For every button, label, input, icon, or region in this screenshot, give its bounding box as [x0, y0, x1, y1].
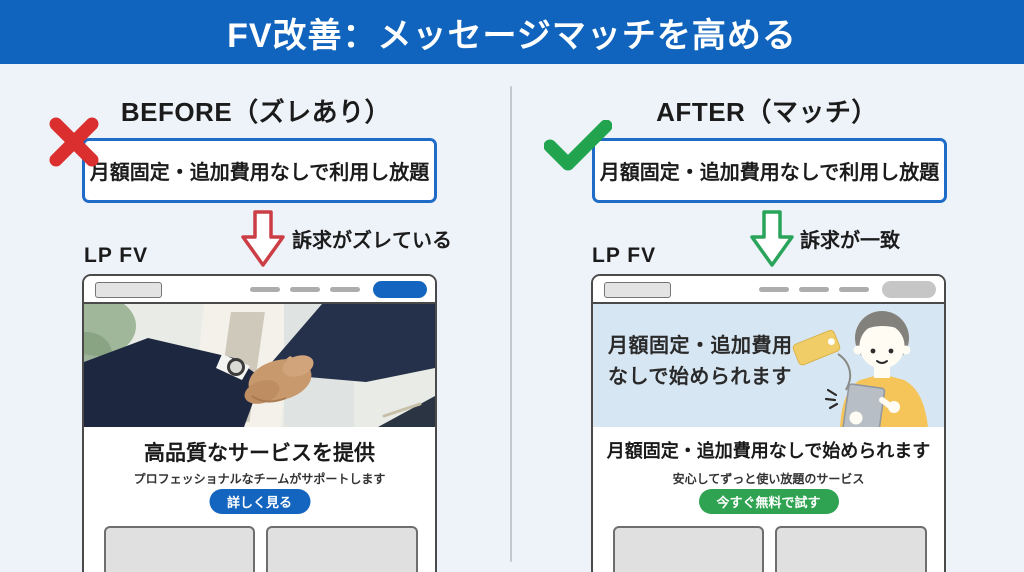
slide-title: FV改善：メッセージマッチを高める [227, 16, 797, 55]
after-mockup-heading: 月額固定・追加費用なしで始められます [606, 441, 931, 461]
before-lp-fv-label: LP FV [84, 244, 149, 267]
after-hero: 月額固定・追加費用 なしで始められます [593, 304, 944, 427]
after-title: AFTER（マッチ） [656, 97, 878, 127]
down-arrow-icon [750, 210, 794, 267]
content-placeholder-box [775, 526, 927, 572]
before-arrow-label: 訴求がズレている [292, 230, 452, 252]
after-claim-text: 月額固定・追加費用なしで利用し放題 [599, 162, 940, 184]
before-hero [84, 304, 435, 427]
nav-item-placeholder [290, 287, 320, 292]
after-mockup-cta-label: 今すぐ無料で試す [716, 495, 821, 510]
after-hero-line2: なしで始められます [608, 366, 792, 388]
after-mockup-subheading: 安心してずっと使い放題のサービス [672, 472, 865, 486]
logo-placeholder [95, 282, 162, 298]
slide-title-bar: FV改善：メッセージマッチを高める [0, 0, 1024, 64]
before-mockup-topbar [84, 276, 435, 304]
before-mockup-subheading: プロフェッショナルなチームがサポートします [133, 472, 386, 486]
handshake-photo [84, 304, 435, 427]
before-panel: BEFORE（ズレあり） 月額固定・追加費用なしで利用し放題 訴求がズレている … [0, 64, 512, 572]
before-mockup-heading: 高品質なサービスを提供 [144, 442, 375, 465]
after-claim-box: 月額固定・追加費用なしで利用し放題 [592, 138, 947, 203]
before-claim-text: 月額固定・追加費用なしで利用し放題 [89, 162, 430, 184]
after-arrow-label: 訴求が一致 [800, 230, 900, 252]
nav-item-placeholder [799, 287, 829, 292]
after-mockup-cta-button: 今すぐ無料で試す [698, 489, 839, 514]
after-hero-line1: 月額固定・追加費用 [608, 335, 793, 357]
nav-item-placeholder [759, 287, 789, 292]
logo-placeholder [604, 282, 671, 298]
after-lp-mockup: 月額固定・追加費用 なしで始められます [591, 274, 946, 572]
nav-item-placeholder [839, 287, 869, 292]
after-hero-copy: 月額固定・追加費用 なしで始められます [608, 331, 793, 393]
before-title: BEFORE（ズレあり） [120, 97, 392, 127]
nav-cta-placeholder [882, 281, 936, 298]
nav-cta-placeholder [373, 281, 427, 298]
nav-item-placeholder [330, 287, 360, 292]
nav-item-placeholder [250, 287, 280, 292]
after-lp-fv-label: LP FV [592, 244, 657, 267]
before-claim-box: 月額固定・追加費用なしで利用し放題 [82, 138, 437, 203]
before-mockup-cta-button: 詳しく見る [208, 489, 311, 514]
check-icon [544, 120, 612, 171]
down-arrow-icon [241, 210, 285, 267]
before-mockup-cta-label: 詳しく見る [226, 495, 293, 510]
content-placeholder-box [266, 526, 418, 572]
person-with-tablet-and-price-tag-illustration [792, 311, 928, 427]
column-divider [510, 86, 512, 562]
before-lp-mockup: 高品質なサービスを提供 プロフェッショナルなチームがサポートします 詳しく見る [82, 274, 437, 572]
after-mockup-topbar [593, 276, 944, 304]
x-icon [49, 117, 99, 167]
after-panel: AFTER（マッチ） 月額固定・追加費用なしで利用し放題 訴求が一致 LP FV [510, 64, 1024, 572]
content-placeholder-box [104, 526, 255, 572]
content-placeholder-box [613, 526, 764, 572]
